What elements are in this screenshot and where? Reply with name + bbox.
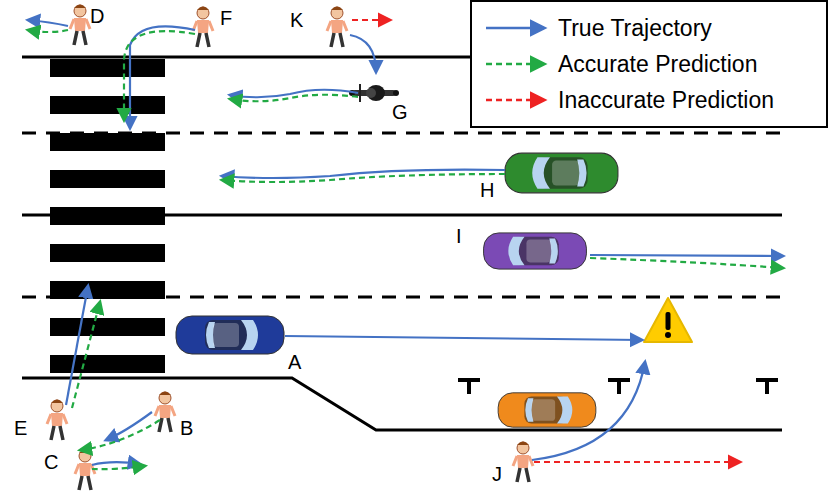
legend-text: Inaccurate Prediction (558, 87, 774, 114)
legend-entry: True Trajectory (484, 10, 826, 46)
agent-letter: F (220, 8, 232, 28)
agent-letter: D (90, 6, 104, 26)
agent-letter: A (288, 352, 301, 372)
agent-letter: B (180, 418, 193, 438)
legend-entry: Accurate Prediction (484, 46, 826, 82)
agent-letter: H (480, 180, 494, 200)
agent-letter: C (44, 452, 58, 472)
legend-entry: Inaccurate Prediction (484, 82, 826, 118)
agent-letter: E (14, 418, 27, 438)
legend-text: Accurate Prediction (558, 51, 757, 78)
legend-sample (484, 90, 550, 110)
legend-sample (484, 18, 550, 38)
agent-letter: K (290, 10, 303, 30)
agent-letter: I (456, 226, 462, 246)
legend-box: True TrajectoryAccurate PredictionInaccu… (470, 0, 828, 128)
legend-text: True Trajectory (558, 15, 712, 42)
agent-letter: J (492, 464, 502, 484)
legend-sample (484, 54, 550, 74)
agent-letter: G (392, 102, 408, 122)
